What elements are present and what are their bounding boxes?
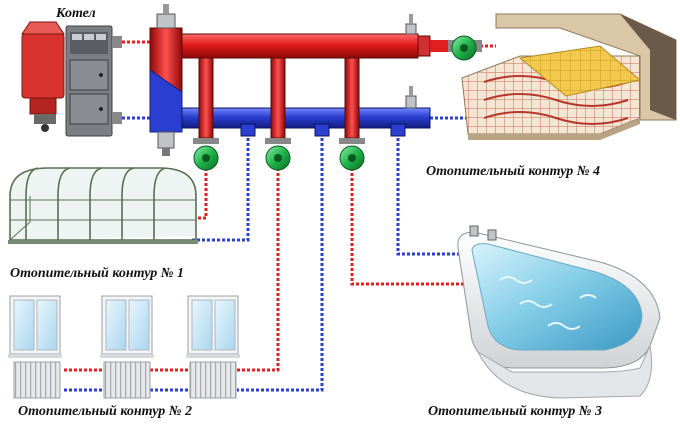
window-2 <box>100 295 154 399</box>
circuit2-return-pipe <box>237 128 324 392</box>
circuit4-label: Отопительный контур № 4 <box>426 164 601 179</box>
underfloor-heating-illustration <box>461 13 677 140</box>
window-1 <box>8 295 62 399</box>
manifold <box>149 4 450 156</box>
pump-circuit-4 <box>448 35 482 61</box>
supply-header <box>181 33 419 59</box>
supply-drop-1 <box>198 57 214 139</box>
drain-valve <box>157 131 175 149</box>
supply-drop-3 <box>344 57 360 139</box>
window-3 <box>186 295 240 399</box>
circuit1-return-pipe <box>190 128 250 242</box>
pump-circuit-3 <box>339 138 365 171</box>
supply-drop-2 <box>270 57 286 139</box>
radiator-1 <box>13 361 61 399</box>
boiler-hopper <box>21 33 65 99</box>
circuit3-supply-pipe <box>350 158 470 286</box>
floor-tiles <box>518 45 642 97</box>
greenhouse-illustration <box>8 167 198 244</box>
bathtub-illustration <box>457 225 661 399</box>
separator-return-half <box>149 69 183 133</box>
boiler-label: Котел <box>56 6 96 21</box>
bathtub-water <box>471 243 643 351</box>
circuit2-supply-pipe <box>237 158 280 372</box>
boiler <box>21 21 122 137</box>
circuit1-supply-pipe <box>192 158 208 220</box>
return-header <box>181 107 431 129</box>
distribution-pipes <box>64 40 496 392</box>
circuit2-label: Отопительный контур № 2 <box>18 404 193 419</box>
radiator-2 <box>103 361 151 399</box>
radiators-illustration <box>8 295 240 399</box>
radiator-3 <box>189 361 237 399</box>
circuit3-label: Отопительный контур № 3 <box>428 404 603 419</box>
return-vent <box>405 95 417 109</box>
circuit1-label: Отопительный контур № 1 <box>10 266 185 281</box>
circuit3-return-pipe <box>396 128 462 256</box>
pump-circuit-2 <box>265 138 291 171</box>
pump-circuit-1 <box>193 138 219 171</box>
supply-vent <box>405 23 417 35</box>
air-vent-valve <box>156 13 176 29</box>
